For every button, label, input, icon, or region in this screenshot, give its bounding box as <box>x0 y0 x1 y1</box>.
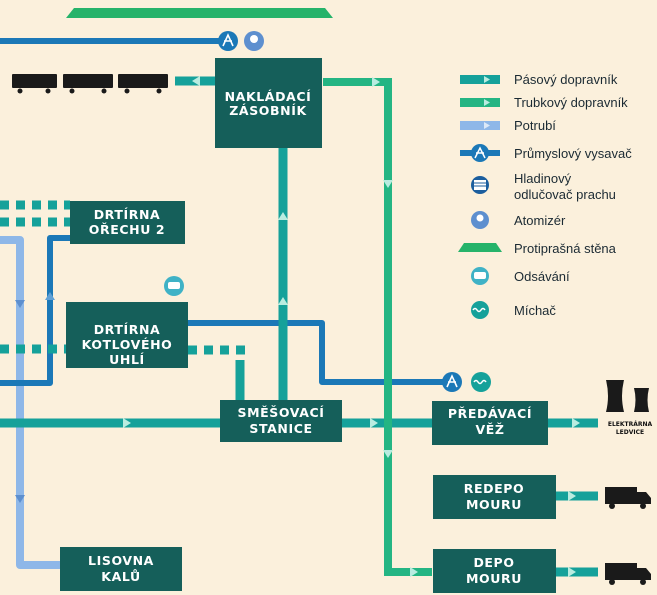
svg-text:MOURU: MOURU <box>466 571 522 586</box>
legend-label-belt: Pásový dopravník <box>514 72 618 87</box>
mixer-icon <box>471 372 491 392</box>
industrial-vacuum-icon <box>218 31 238 51</box>
power-plant-label-1: ELEKTRÁRNA <box>608 421 653 428</box>
arrow <box>278 297 288 305</box>
dust-wall-icon <box>458 243 502 252</box>
arrow <box>370 418 378 428</box>
svg-text:KALŮ: KALŮ <box>101 569 140 584</box>
arrow <box>45 292 55 300</box>
nakladaci-zasobnik-box: NAKLÁDACÍ ZÁSOBNÍK <box>215 58 322 148</box>
arrow <box>568 491 576 501</box>
svg-text:OŘECHU 2: OŘECHU 2 <box>89 222 165 237</box>
pipelines <box>0 38 444 569</box>
arrow <box>410 567 418 577</box>
legend-label-suction: Odsávání <box>514 269 570 284</box>
mixer-icon <box>471 301 489 319</box>
dust-separator-icon <box>471 176 489 194</box>
svg-text:MOURU: MOURU <box>466 497 522 512</box>
legend-label-vacuum: Průmyslový vysavač <box>514 146 632 161</box>
arrow <box>383 450 393 458</box>
redepo-mouru-box: REDEPO MOURU <box>433 475 556 519</box>
svg-text:ZÁSOBNÍK: ZÁSOBNÍK <box>229 103 307 118</box>
arrow <box>372 77 380 87</box>
suction-icon <box>164 276 184 296</box>
truck-1 <box>605 487 651 509</box>
smesovaci-stanice-box: SMĚŠOVACÍ STANICE <box>220 400 342 442</box>
svg-text:DEPO: DEPO <box>473 555 514 570</box>
industrial-vacuum-icon <box>442 372 462 392</box>
legend-label-tube: Trubkový dopravník <box>514 95 628 110</box>
svg-text:DRTÍRNA: DRTÍRNA <box>94 207 161 222</box>
svg-text:LISOVNA: LISOVNA <box>88 553 154 568</box>
tube-conveyor-icon <box>460 98 500 107</box>
lisovna-kalu-box: LISOVNA KALŮ <box>60 547 182 591</box>
arrow <box>192 76 200 86</box>
svg-text:REDEPO: REDEPO <box>464 481 524 496</box>
legend: Pásový dopravník Trubkový dopravník Potr… <box>458 72 632 319</box>
svg-text:STANICE: STANICE <box>249 421 312 436</box>
arrow <box>572 418 580 428</box>
pipeline-icon <box>460 121 500 130</box>
power-plant-label-2: LEDVICE <box>616 429 644 436</box>
tube-conveyor <box>323 78 432 576</box>
truck-2 <box>605 563 651 585</box>
arrow <box>278 212 288 220</box>
drtirna-kotloveho-box: DRTÍRNA KOTLOVÉHO UHLÍ <box>66 302 188 368</box>
atomizer-icon <box>471 211 489 229</box>
pipe-orechu <box>0 235 70 386</box>
svg-text:SMĚŠOVACÍ: SMĚŠOVACÍ <box>238 405 325 420</box>
svg-text:KOTLOVÉHO: KOTLOVÉHO <box>82 337 173 352</box>
light-pipe-left <box>0 236 60 569</box>
atomizer-icon <box>244 31 264 51</box>
predavaci-vez-box: PŘEDÁVACÍ VĚŽ <box>432 401 548 445</box>
svg-text:PŘEDÁVACÍ: PŘEDÁVACÍ <box>448 406 532 421</box>
arrow <box>568 567 576 577</box>
dust-wall <box>66 8 333 18</box>
drtirna-orechu-box: DRTÍRNA OŘECHU 2 <box>70 201 185 244</box>
legend-label-separator-1: Hladinový <box>514 171 572 186</box>
legend-label-pipe: Potrubí <box>514 118 556 133</box>
svg-text:NAKLÁDACÍ: NAKLÁDACÍ <box>225 89 312 104</box>
pipe-kotloveho <box>185 320 444 385</box>
legend-label-mixer: Míchač <box>514 303 556 318</box>
arrow <box>123 418 131 428</box>
suction-icon <box>471 267 489 285</box>
arrow <box>383 180 393 188</box>
power-plant-icon <box>606 380 649 412</box>
legend-label-separator-2: odlučovač prachu <box>514 187 616 202</box>
legend-label-atomizer: Atomizér <box>514 213 566 228</box>
dashed-belts <box>0 200 250 355</box>
svg-text:UHLÍ: UHLÍ <box>109 352 145 367</box>
depo-mouru-box: DEPO MOURU <box>433 549 556 593</box>
flow-arrows <box>123 76 580 577</box>
arrow <box>15 300 25 308</box>
arrow <box>15 495 25 503</box>
svg-text:DRTÍRNA: DRTÍRNA <box>94 322 161 337</box>
pipe-arrows <box>15 292 55 503</box>
svg-text:VĚŽ: VĚŽ <box>475 422 504 437</box>
belt-conveyor-icon <box>460 75 500 84</box>
industrial-vacuum-icon <box>460 144 500 162</box>
legend-label-wall: Protiprašná stěna <box>514 241 617 256</box>
train-wagons <box>12 74 168 94</box>
